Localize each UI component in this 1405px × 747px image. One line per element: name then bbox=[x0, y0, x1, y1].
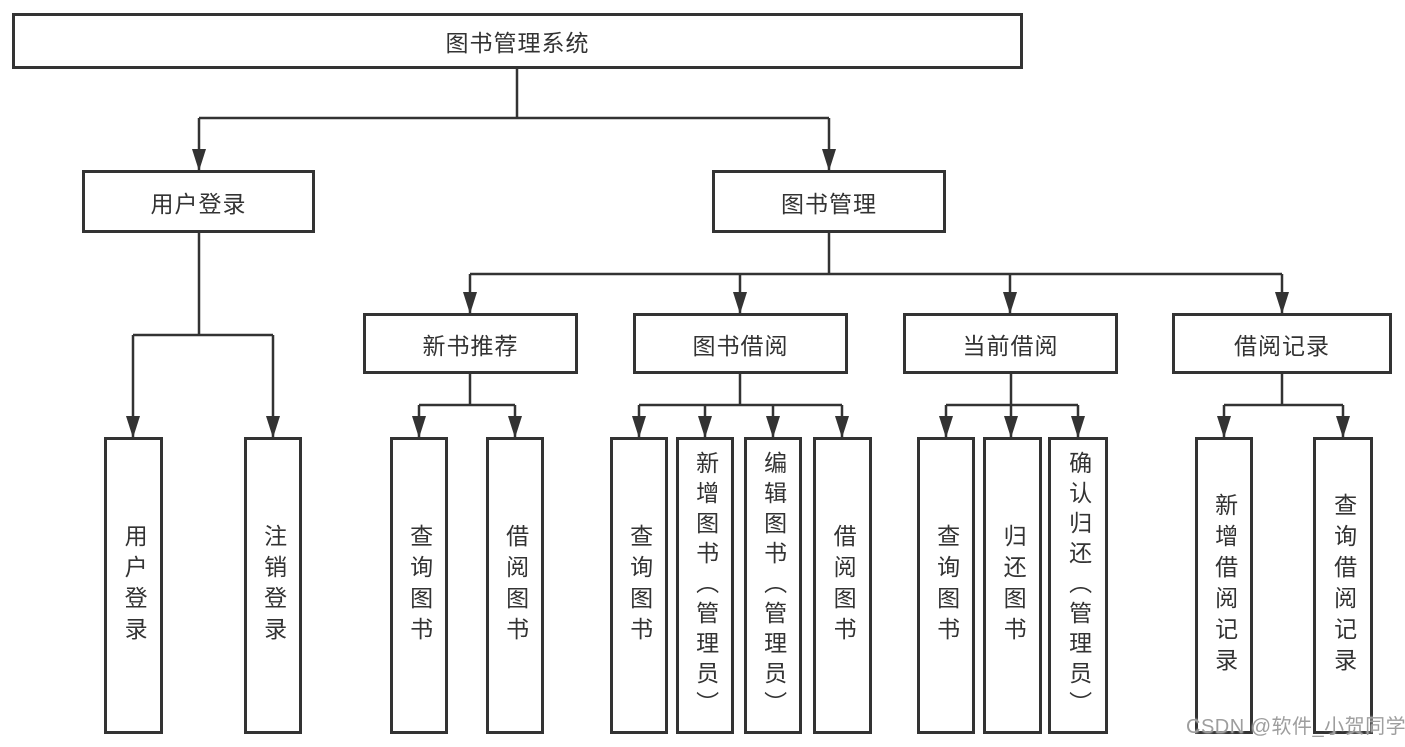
csdn-watermark: CSDN @软件_小贺同学 bbox=[1186, 716, 1405, 738]
leaf-cb-query-books: 查询图书 bbox=[917, 437, 975, 734]
node-new-book-recommend: 新书推荐 bbox=[363, 313, 578, 374]
leaf-label: 借阅图书 bbox=[502, 523, 529, 648]
leaf-label: 新增借阅记录 bbox=[1211, 492, 1238, 679]
leaf-label: 查询图书 bbox=[406, 523, 433, 648]
leaf-bb-borrow-books: 借阅图书 bbox=[813, 437, 872, 734]
leaf-bb-query-books: 查询图书 bbox=[610, 437, 668, 734]
leaf-label: 注销登录 bbox=[260, 523, 287, 648]
leaf-bb-add-books-admin: 新增图书（管理员） bbox=[676, 437, 734, 734]
leaf-cb-return-books: 归还图书 bbox=[983, 437, 1042, 734]
leaf-label: 查询图书 bbox=[626, 523, 653, 648]
leaf-logout: 注销登录 bbox=[244, 437, 302, 734]
leaf-label: 查询借阅记录 bbox=[1330, 492, 1357, 679]
node-library-management-system: 图书管理系统 bbox=[12, 13, 1023, 69]
leaf-label: 归还图书 bbox=[1000, 523, 1027, 648]
node-book-borrowing: 图书借阅 bbox=[633, 313, 848, 374]
leaf-label: 编辑图书（管理员） bbox=[760, 450, 787, 721]
node-current-borrowing: 当前借阅 bbox=[903, 313, 1118, 374]
leaf-br-query-record: 查询借阅记录 bbox=[1313, 437, 1373, 734]
leaf-user-login: 用户登录 bbox=[104, 437, 163, 734]
leaf-label: 查询图书 bbox=[933, 523, 960, 648]
leaf-label: 借阅图书 bbox=[830, 523, 857, 648]
leaf-bb-edit-books-admin: 编辑图书（管理员） bbox=[744, 437, 802, 734]
leaf-nbr-query-books: 查询图书 bbox=[390, 437, 448, 734]
leaf-nbr-borrow-books: 借阅图书 bbox=[486, 437, 544, 734]
leaf-label: 新增图书（管理员） bbox=[692, 450, 719, 721]
leaf-br-add-record: 新增借阅记录 bbox=[1195, 437, 1253, 734]
leaf-label: 用户登录 bbox=[121, 523, 148, 648]
node-user-login: 用户登录 bbox=[82, 170, 315, 233]
leaf-cb-confirm-return-admin: 确认归还（管理员） bbox=[1048, 437, 1108, 734]
leaf-label: 确认归还（管理员） bbox=[1065, 450, 1092, 721]
node-borrowing-records: 借阅记录 bbox=[1172, 313, 1392, 374]
node-book-management: 图书管理 bbox=[712, 170, 946, 233]
